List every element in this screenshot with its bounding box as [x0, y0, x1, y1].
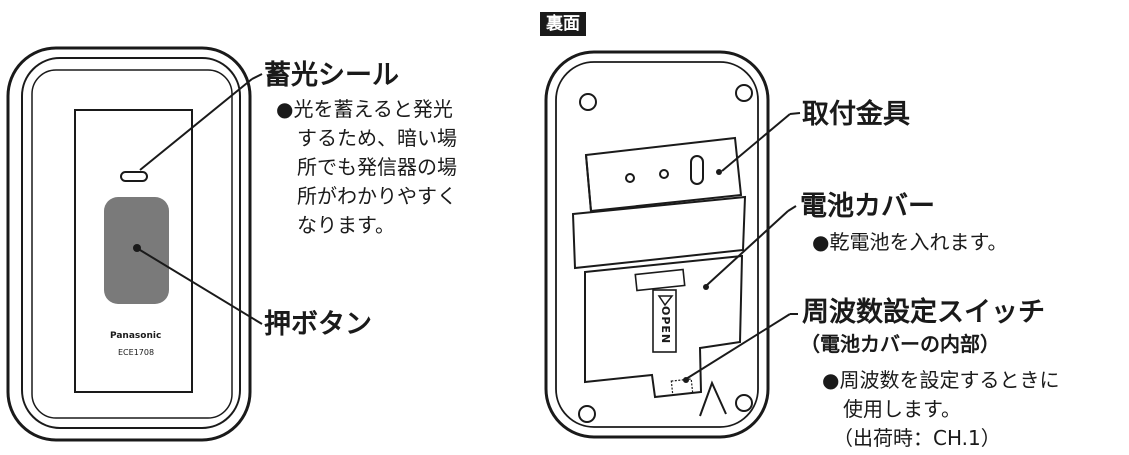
freq-switch-subtitle: （電池カバーの内部）	[800, 332, 1000, 356]
push-button-title: 押ボタン	[264, 309, 372, 340]
bracket-title: 取付金具	[802, 99, 910, 130]
luminous-sticker	[120, 171, 148, 182]
note-line: ●周波数を設定するときに	[822, 368, 1060, 392]
mounting-bracket	[584, 136, 743, 213]
battery-cover	[584, 254, 744, 399]
front-device	[6, 46, 263, 442]
battery-cover-title: 電池カバー	[800, 191, 935, 222]
note-line: するため、暗い場	[297, 126, 457, 150]
back-label: 裏面	[540, 12, 586, 36]
note-line: ●光を蓄えると発光	[276, 97, 453, 121]
note-line: 所でも発信器の場	[297, 155, 457, 179]
freq-switch-title: 周波数設定スイッチ	[802, 297, 1045, 328]
note-line: （出荷時：CH.1）	[833, 426, 1001, 450]
model-number: ECE1708	[118, 348, 155, 357]
note-line: 使用します。	[843, 397, 961, 421]
luminous-sticker-title: 蓄光シール	[264, 60, 399, 91]
note-line: なります。	[297, 213, 395, 237]
battery-cover-note: ●乾電池を入れます。	[812, 230, 1008, 254]
back-device	[544, 50, 801, 439]
brand-logo: Panasonic	[110, 331, 162, 341]
open-marking: OPEN	[659, 306, 672, 345]
note-line: 所がわかりやすく	[297, 184, 457, 208]
